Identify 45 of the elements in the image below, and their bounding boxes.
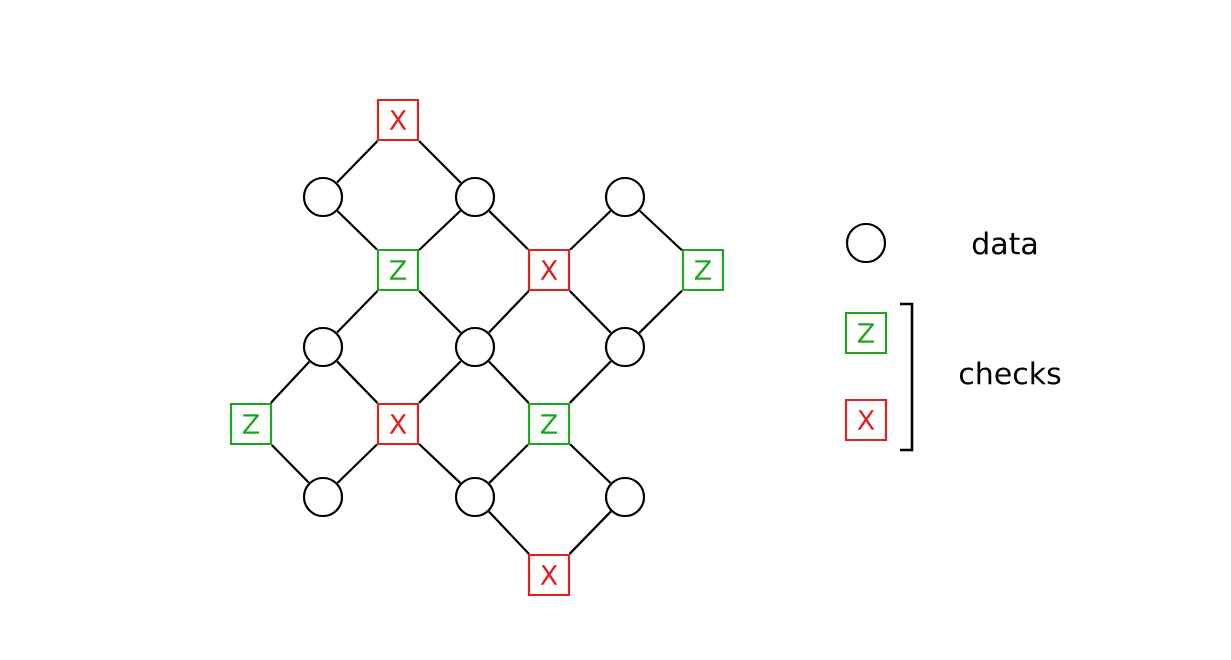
connector-line [418,140,462,184]
data-circle [604,176,646,218]
connector-line [488,290,530,334]
check-box: X [844,398,888,442]
check-box: X [376,402,420,446]
connector-line [336,290,379,334]
check-box: Z [844,311,888,355]
connector-line [418,360,462,404]
connector-line [488,210,529,250]
data-circle [302,476,344,518]
connector-line [418,210,462,251]
check-box: X [527,248,571,292]
data-circle [604,476,646,518]
connector-line [569,443,612,484]
data-circle [454,176,496,218]
check-box: X [376,98,420,142]
connector-line [336,360,379,404]
legend-text: checks [959,361,1061,385]
connector-line [418,443,462,484]
connector-line [418,290,462,334]
data-circle [302,326,344,368]
connector-line [569,210,612,251]
connector-line [488,360,530,404]
connector-line [269,360,311,404]
data-circle [454,476,496,518]
check-box: Z [681,248,725,292]
connector-line [638,290,683,334]
data-circle [302,176,344,218]
connector-line [488,510,530,555]
connector-line [336,140,379,184]
connector-line [336,443,378,484]
connector-line [569,360,612,404]
check-box: X [527,553,571,597]
data-circle [454,326,496,368]
connector-line [488,444,529,484]
check-box: Z [376,248,420,292]
connector-line [336,210,378,251]
connector-line [271,444,310,484]
data-circle [604,326,646,368]
legend-text: data [972,231,1037,255]
connector-line [638,209,683,252]
connector-line [569,290,612,334]
check-box: Z [229,402,273,446]
connector-line [568,510,612,555]
check-box: Z [527,402,571,446]
